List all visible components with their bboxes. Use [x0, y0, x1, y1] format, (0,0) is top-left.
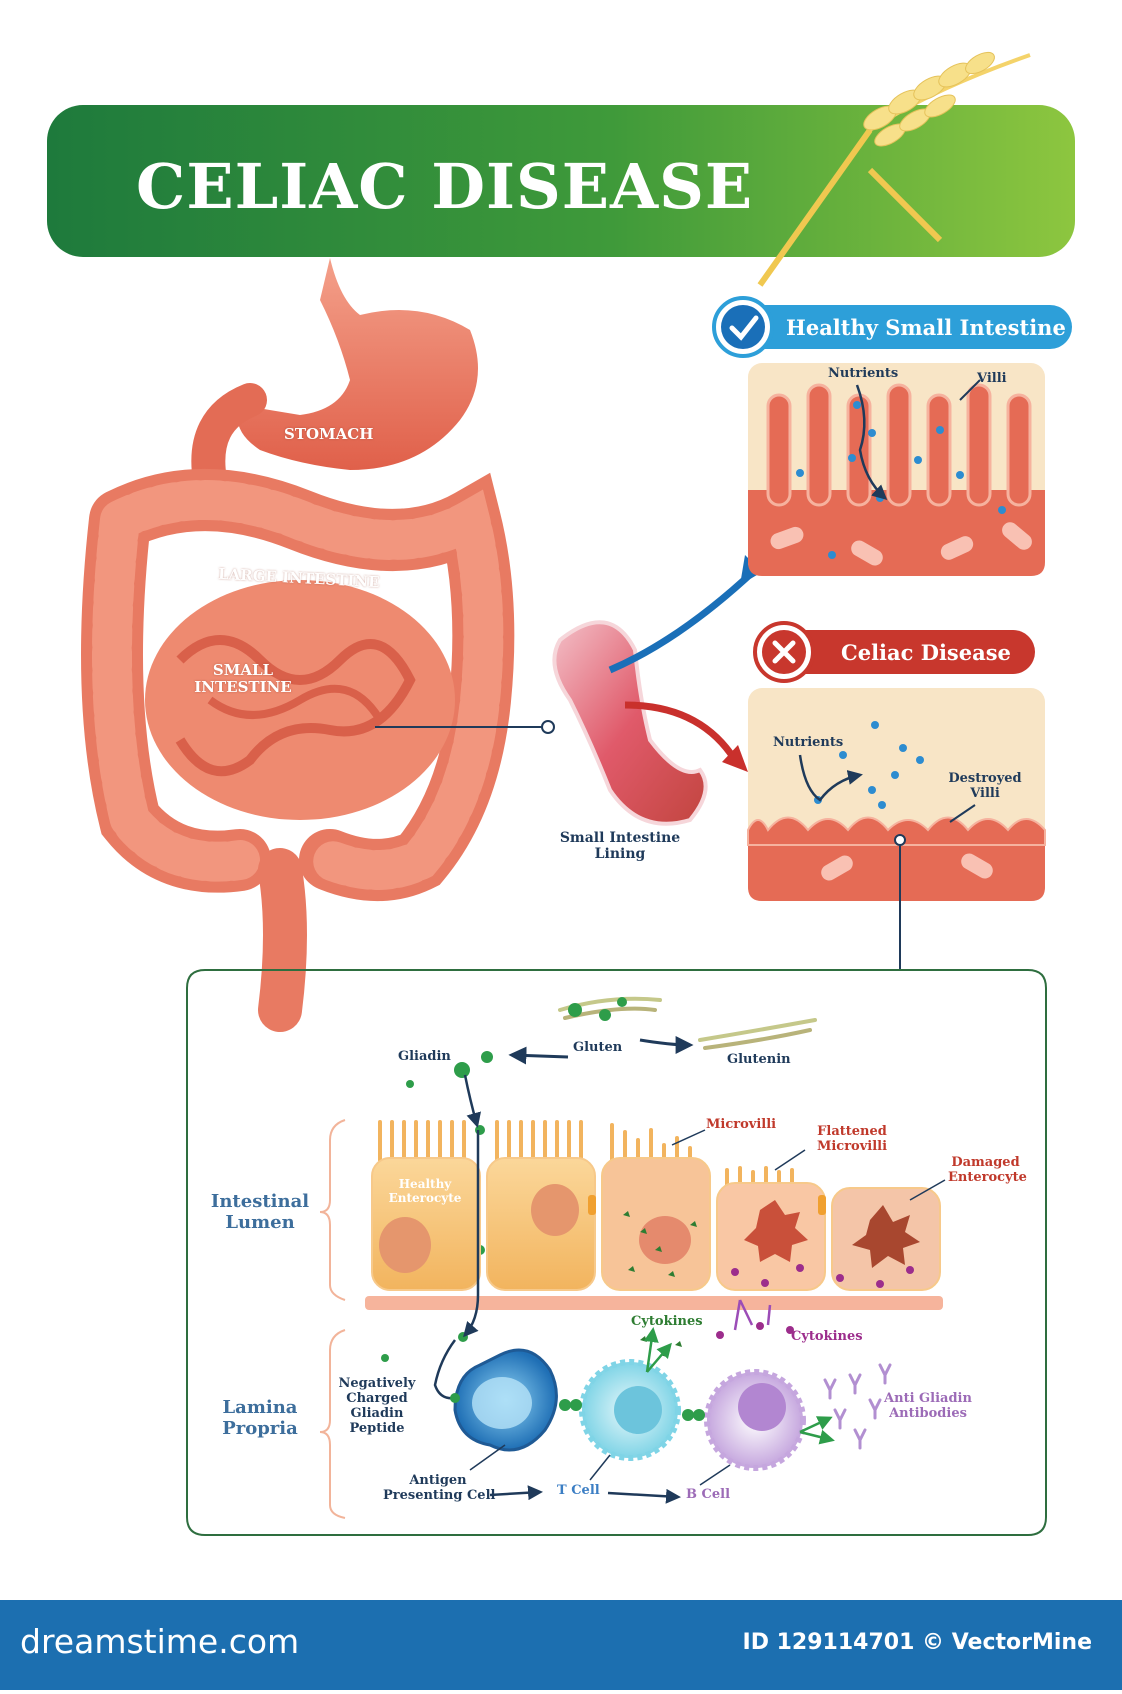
lumen-bracket	[319, 1119, 346, 1301]
digestive-organs	[81, 258, 555, 1032]
cytokines-purple-label: Cytokines	[791, 1329, 863, 1344]
antibodies	[823, 1363, 892, 1450]
arrow-to-celiac	[624, 701, 738, 762]
wheat-icon	[757, 51, 1031, 287]
gliadin-label: Gliadin	[398, 1049, 451, 1064]
celiac-pill	[753, 621, 1035, 683]
footer-site[interactable]: dreamstime.com	[20, 1622, 300, 1661]
healthy-villi-panel	[748, 363, 1045, 576]
b-cell	[704, 1369, 806, 1471]
healthy-panel-title: Healthy Small Intestine	[786, 315, 1066, 340]
rectum-shape	[258, 848, 307, 1032]
footer-bar: dreamstime.com ID 129114701 © VectorMine	[0, 1600, 1122, 1690]
microvilli-label: Microvilli	[706, 1117, 777, 1132]
page-title: CELIAC DISEASE	[136, 150, 754, 223]
celiac-panel-title: Celiac Disease	[841, 640, 1011, 665]
lamina-bracket	[319, 1329, 346, 1519]
arrow-to-healthy	[608, 567, 758, 674]
t-cell	[579, 1359, 681, 1461]
destroyed-villi-panel	[747, 688, 1046, 971]
b-cell-label: B Cell	[686, 1487, 731, 1502]
x-icon	[772, 640, 796, 664]
antigen-presenting-cell	[453, 1348, 558, 1452]
stomach-label: STOMACH	[284, 425, 374, 443]
healthy-nutrients-label: Nutrients	[828, 366, 899, 381]
celiac-nutrients-label: Nutrients	[773, 735, 844, 750]
enterocyte-row	[365, 1120, 943, 1310]
footer-id: ID 129114701 © VectorMine	[742, 1630, 1092, 1655]
gluten-label: Gluten	[573, 1040, 623, 1055]
cytokines-green-label: Cytokines	[631, 1314, 703, 1329]
stomach-shape	[237, 258, 478, 470]
villi-label: Villi	[977, 371, 1007, 386]
glutenin-label: Glutenin	[727, 1052, 791, 1067]
t-cell-label: T Cell	[557, 1483, 600, 1498]
detail-box	[186, 969, 1047, 1536]
healthy-pill	[712, 296, 1072, 358]
title-banner	[47, 105, 1075, 257]
check-icon	[729, 315, 759, 341]
lining-tube	[552, 620, 708, 826]
